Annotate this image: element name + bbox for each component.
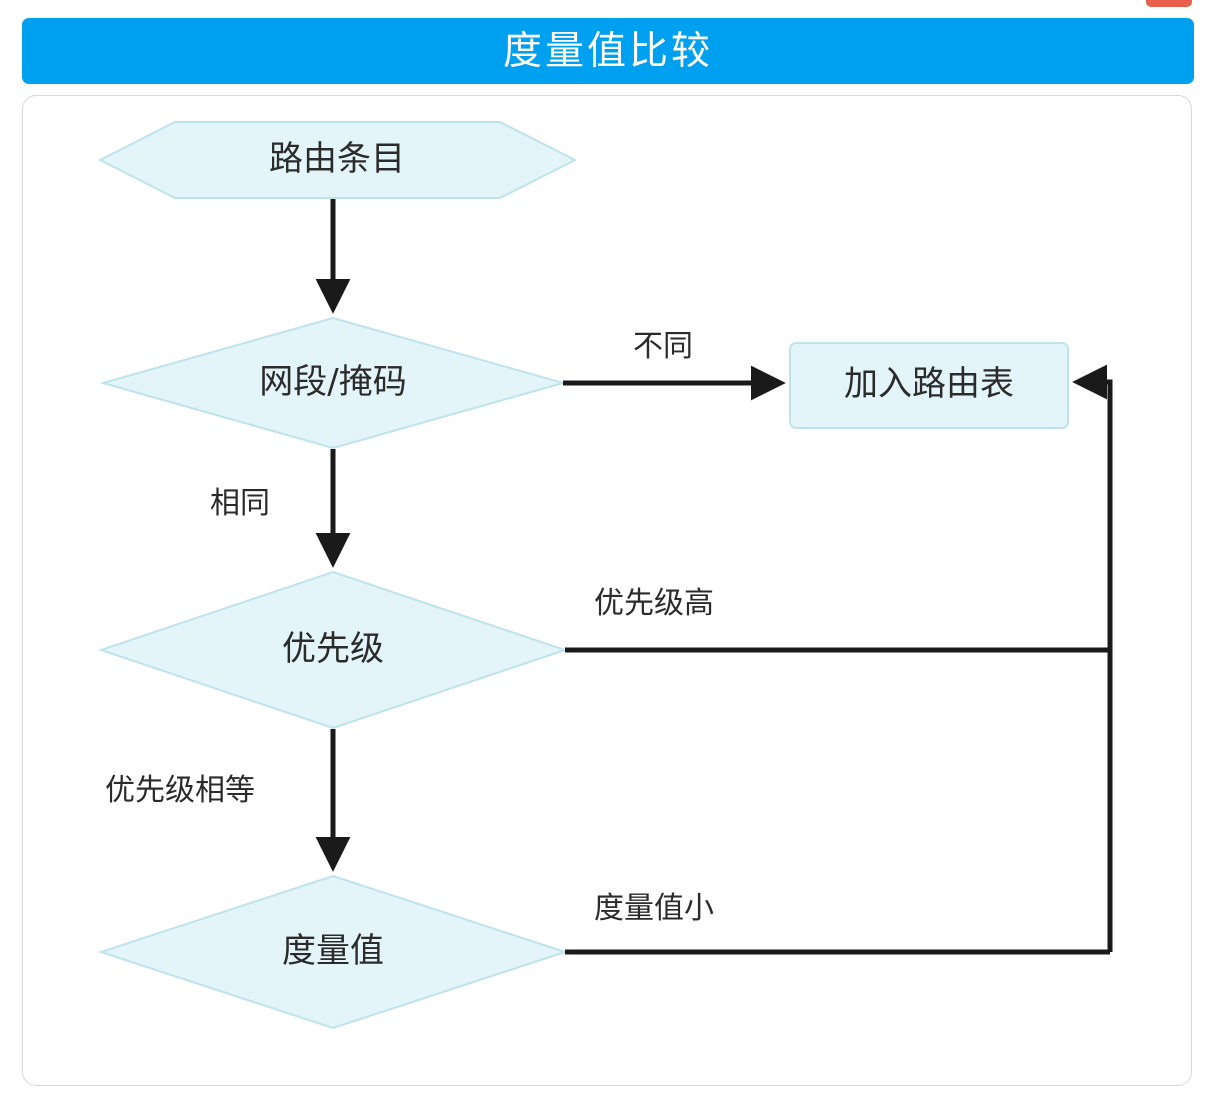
node-label-add-to-table: 加入路由表	[844, 364, 1014, 404]
node-label-route-entry: 路由条目	[269, 139, 405, 179]
page-title: 度量值比较	[502, 28, 713, 74]
node-label-priority: 优先级	[282, 629, 384, 669]
title-banner: 度量值比较	[22, 18, 1194, 84]
node-label-subnet-mask: 网段/掩码	[259, 362, 407, 402]
edge-label-different: 不同	[633, 329, 693, 364]
edge-label-metric-small: 度量值小	[594, 891, 714, 926]
corner-tab-icon	[1146, 0, 1192, 7]
node-label-metric: 度量值	[282, 931, 384, 971]
edge-label-priority-high: 优先级高	[594, 586, 714, 621]
edge-label-priority-equal: 优先级相等	[105, 773, 255, 808]
edge-label-same: 相同	[210, 486, 270, 521]
